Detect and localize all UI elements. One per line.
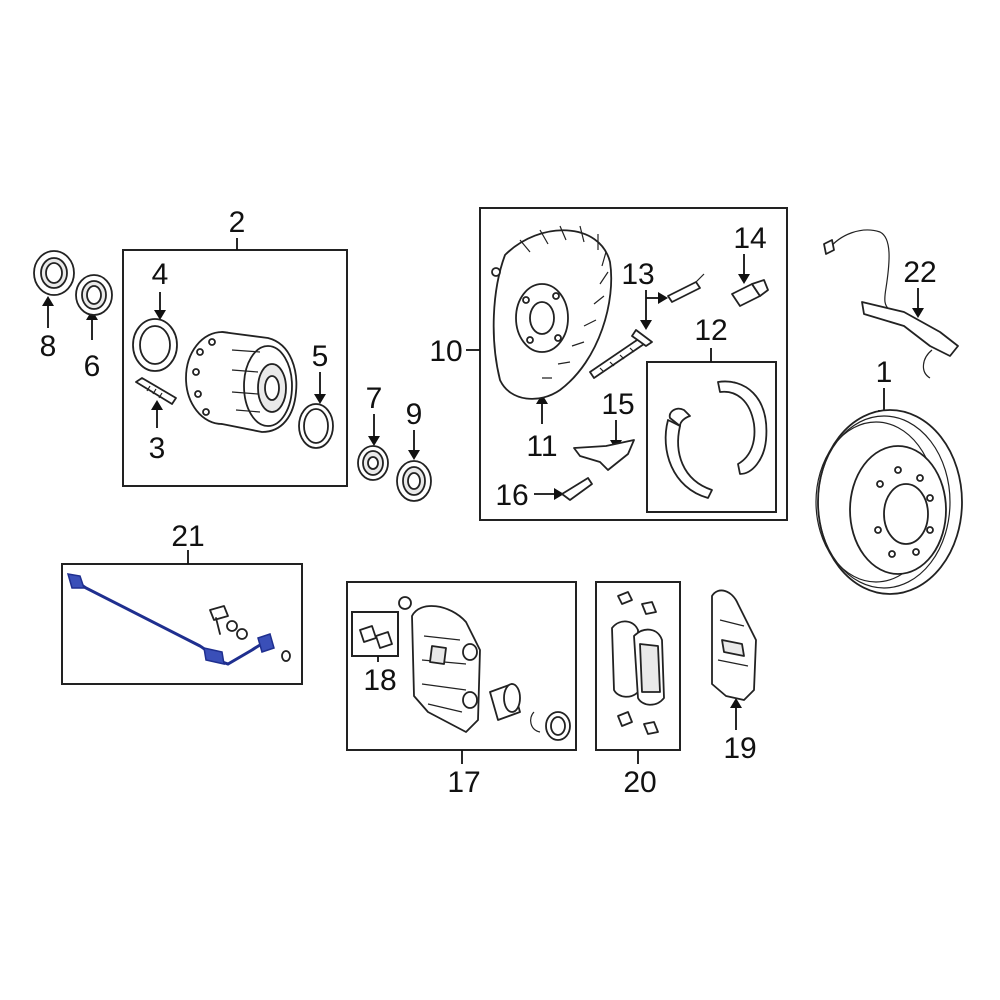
part-20-brake-pads bbox=[611, 591, 665, 735]
brake-hose-box bbox=[61, 563, 303, 685]
callout-18: 18 bbox=[363, 664, 396, 697]
callout-19: 19 bbox=[723, 732, 756, 765]
guide-pin-box bbox=[351, 611, 399, 657]
part-8-seal bbox=[33, 250, 75, 296]
callout-10: 10 bbox=[429, 335, 462, 368]
callout-4: 4 bbox=[152, 258, 169, 291]
callout-22: 22 bbox=[903, 256, 936, 289]
hub-assembly-box bbox=[122, 249, 348, 487]
part-1-rotor bbox=[815, 409, 963, 595]
part-19-caliper-bracket bbox=[711, 589, 757, 701]
callout-7: 7 bbox=[366, 382, 383, 415]
callout-2: 2 bbox=[229, 206, 246, 239]
part-15-lever bbox=[573, 439, 635, 471]
callout-15: 15 bbox=[601, 388, 634, 421]
callout-13: 13 bbox=[621, 258, 654, 291]
part-5-ring bbox=[298, 403, 334, 449]
callout-12: 12 bbox=[694, 314, 727, 347]
callout-14: 14 bbox=[733, 222, 766, 255]
part-14-bleeder bbox=[731, 279, 769, 307]
part-13-springs bbox=[589, 273, 705, 379]
callout-5: 5 bbox=[312, 340, 329, 373]
part-3-stud bbox=[135, 377, 177, 405]
callout-16: 16 bbox=[495, 479, 528, 512]
part-17-caliper bbox=[411, 605, 571, 741]
part-22-abs-sensor bbox=[823, 229, 959, 379]
part-7-bearing bbox=[357, 445, 389, 481]
part-4-seal bbox=[132, 318, 178, 372]
leader-lines bbox=[42, 238, 924, 764]
callout-20: 20 bbox=[623, 766, 656, 799]
part-6-bearing bbox=[75, 274, 113, 316]
callout-6: 6 bbox=[84, 350, 101, 383]
part-18-guide-pins bbox=[359, 596, 412, 649]
part-11-backing-plate bbox=[491, 225, 613, 400]
part-12-brake-shoes bbox=[664, 380, 768, 499]
callout-1: 1 bbox=[876, 356, 893, 389]
callout-labels: 1 2 3 4 5 6 7 8 9 10 11 12 13 14 15 16 1… bbox=[40, 206, 937, 799]
callout-21: 21 bbox=[171, 520, 204, 553]
callout-8: 8 bbox=[40, 330, 57, 363]
callout-3: 3 bbox=[149, 432, 166, 465]
part-16-strut bbox=[561, 477, 593, 501]
part-2-hub bbox=[185, 331, 298, 433]
callout-9: 9 bbox=[406, 398, 423, 431]
callout-11: 11 bbox=[526, 430, 557, 463]
callout-17: 17 bbox=[447, 766, 480, 799]
backing-plate-box bbox=[479, 207, 788, 521]
part-9-bearing bbox=[396, 460, 432, 502]
part-21-brake-hose bbox=[66, 573, 291, 666]
